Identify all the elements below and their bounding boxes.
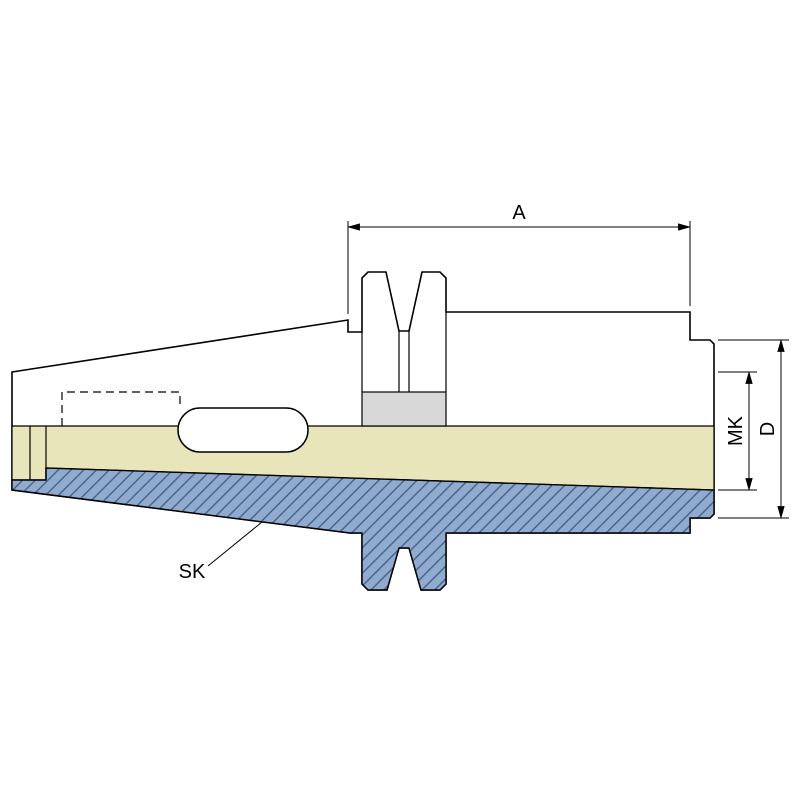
sk-leader-line <box>207 521 263 567</box>
hidden-bore-dashed-line <box>61 391 181 426</box>
dim-d-label: D <box>757 422 779 436</box>
flange-groove-face <box>361 391 447 427</box>
dim-mk-label: MK <box>725 415 747 446</box>
sk-label: SK <box>179 561 206 583</box>
tang-slot <box>177 407 309 453</box>
dim-a-label: A <box>512 202 526 224</box>
body-cross-section-hatched <box>11 467 715 591</box>
